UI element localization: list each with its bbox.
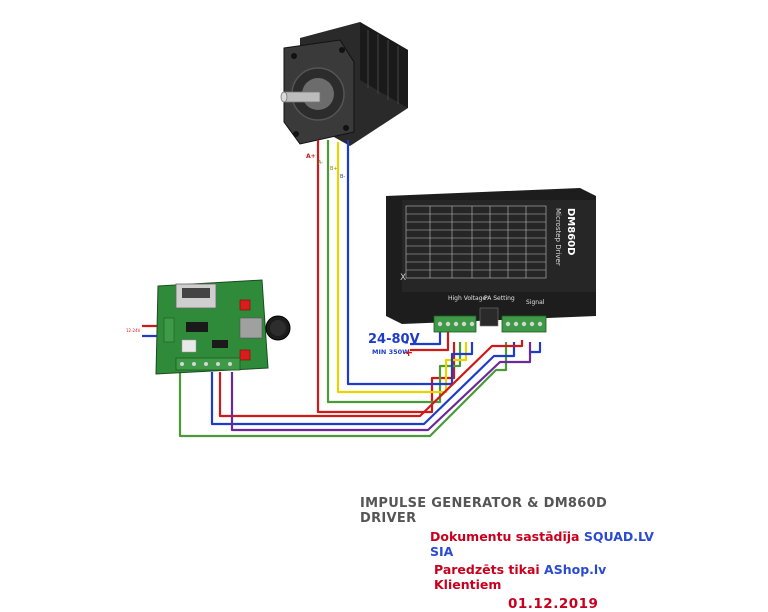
dm860d-driver: Microstep Driver DM860D X High Voltage P… (386, 188, 596, 333)
power-minus-sign: - (404, 336, 409, 349)
stepper-motor (280, 22, 408, 146)
power-min: MIN 350W (372, 348, 409, 356)
section-pa-setting: PA Setting (484, 295, 515, 302)
wire-signal-blue (210, 342, 516, 426)
wire-b-plus (336, 142, 468, 394)
wire-power-minus (410, 332, 442, 346)
power-voltage: 24-80V (368, 332, 420, 347)
power-supply-label: 24-80V MIN 350W - + (368, 332, 420, 359)
pin-b-plus: B+ (330, 166, 338, 172)
driver-model: DM860D (565, 208, 576, 255)
pin-b-minus: B- (340, 174, 345, 180)
driver-name: Microstep Driver (554, 208, 562, 266)
wire-signal-red (218, 340, 524, 418)
section-signal: Signal (526, 299, 545, 306)
impulse-generator (155, 279, 291, 375)
wiring-diagram: Microstep Driver DM860D X High Voltage P… (126, 22, 596, 438)
section-high-voltage: High Voltage (448, 295, 487, 302)
footer-date: 01.12.2019 (508, 596, 599, 612)
footer-audience-shop: AShop.lv (544, 562, 607, 577)
pin-a-minus: A- (318, 160, 323, 166)
wire-power-plus (410, 332, 450, 352)
pa-switch (479, 307, 499, 327)
document-footer: IMPULSE GENERATOR & DM860D DRIVER Dokume… (360, 496, 660, 612)
generator-input-label: 12-24V (126, 328, 141, 333)
wire-a-plus (316, 140, 456, 414)
wire-b-minus (346, 140, 474, 386)
footer-author-prefix: Dokumentu sastādīja (430, 529, 584, 544)
power-plus-sign: + (404, 346, 413, 359)
wire-signal-purple (230, 342, 532, 432)
driver-logo: X (400, 273, 406, 283)
footer-title: IMPULSE GENERATOR & DM860D DRIVER (360, 496, 608, 526)
footer-audience-suffix: Klientiem (434, 577, 502, 592)
footer-audience-prefix: Paredzēts tikai (434, 562, 545, 577)
pin-a-plus: A+ (306, 153, 316, 160)
footer-author-company: SQUAD.LV SIA (430, 529, 654, 559)
wire-signal-blue-2 (530, 342, 542, 354)
wire-signal-green (178, 342, 508, 438)
